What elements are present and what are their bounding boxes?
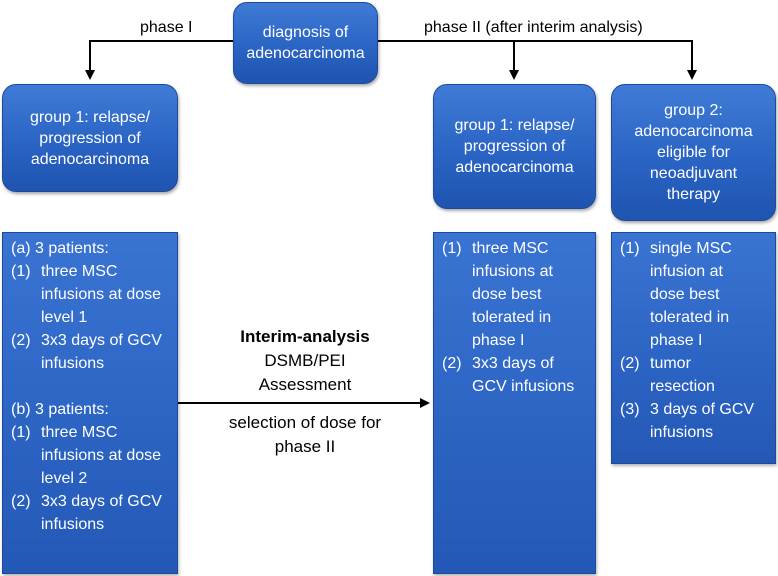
diagnosis-box: diagnosis of adenocarcinoma [233,2,378,84]
list-item: (2) 3x3 days of GCV infusions [442,355,575,395]
list-item: (2) tumor resection [620,355,715,395]
list-item: (1) three MSC infusions at dose level 1 [11,263,162,326]
interim-line2: DSMB/PEI [264,351,346,370]
mid-panel: (1) three MSC infusions at dose best tol… [433,232,596,574]
phase2-connector [376,40,697,80]
interim-block-top: Interim-analysis DSMB/PEI Assessment [195,325,415,397]
phase2-label: phase II (after interim analysis) [424,19,643,36]
interim-block-bottom: selection of dose for phase II [195,411,415,459]
interim-line4: selection of dose for [228,413,382,432]
list-item: (2) 3x3 days of GCV infusions [11,332,162,372]
panel-b-header: (b) 3 patients: [11,401,109,418]
list-item: (1) single MSC infusion at dose best tol… [620,240,732,349]
left-panel: (a) 3 patients: (1) three MSC infusions … [2,232,178,574]
list-item: (1) three MSC infusions at dose level 2 [11,424,162,487]
left-group-box: group 1: relapse/ progression of adenoca… [2,84,178,192]
list-item: (3) 3 days of GCV infusions [620,401,755,441]
list-item: (1) three MSC infusions at dose best tol… [442,240,553,349]
right-panel: (1) single MSC infusion at dose best tol… [611,232,776,464]
list-item: (2) 3x3 days of GCV infusions [11,493,162,533]
phase1-connector [85,40,234,80]
right-group-box: group 2: adenocarcinoma eligible for neo… [611,84,776,221]
interim-title: Interim-analysis [240,327,370,346]
mid-group-box: group 1: relapse/ progression of adenoca… [433,84,596,209]
panel-a-header: (a) 3 patients: [11,240,109,257]
interim-line3: Assessment [258,375,352,394]
phase1-label: phase I [140,19,193,36]
interim-line5: phase II [274,437,336,456]
